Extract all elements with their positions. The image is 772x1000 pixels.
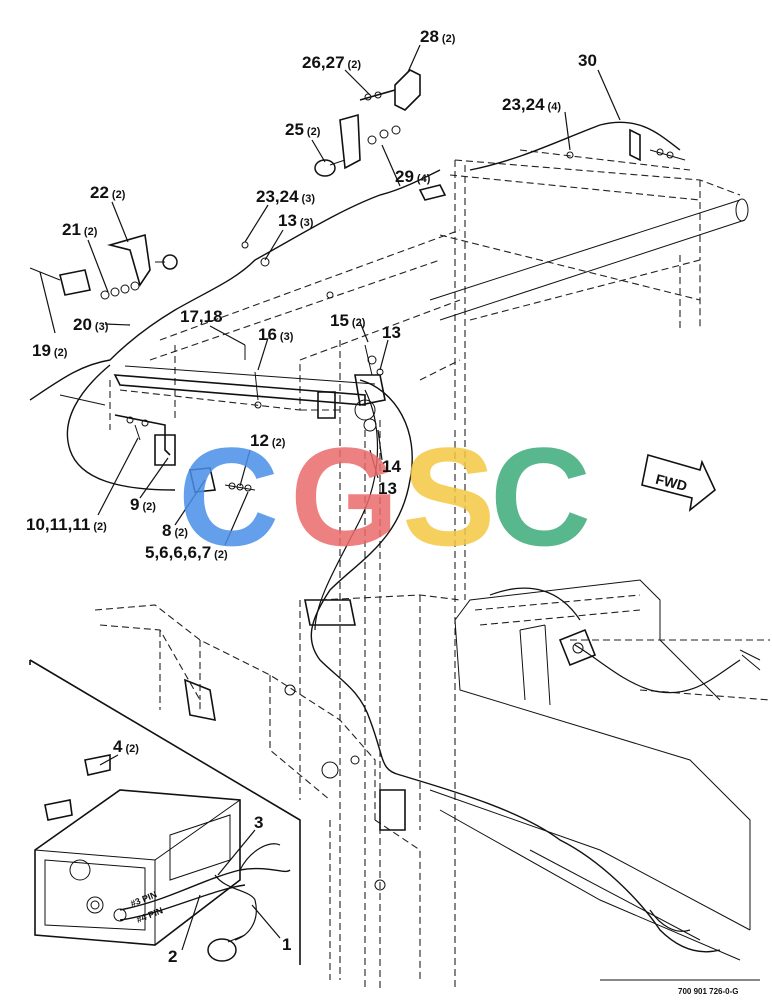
callout-12: 12(2) xyxy=(250,431,286,450)
pin4-label: #4 PIN xyxy=(135,905,164,925)
wire-harness xyxy=(29,121,741,953)
callout-30: 30 xyxy=(578,51,597,70)
callout-23-24-b: 23,24(3) xyxy=(256,187,315,206)
callout-5-6-7: 5,6,6,6,7(2) xyxy=(145,543,228,562)
callout-10-11: 10,11,11(2) xyxy=(26,515,107,534)
callout-14: 14 xyxy=(382,457,401,476)
drawing-number: 700 901 726-0-G xyxy=(678,987,739,996)
callout-29: 29(4) xyxy=(395,167,431,186)
callout-26-27: 26,27(2) xyxy=(302,53,361,72)
callout-22: 22(2) xyxy=(90,183,126,202)
callout-8: 8(2) xyxy=(162,521,188,540)
bracket-9 xyxy=(114,414,176,466)
callout-19: 19(2) xyxy=(32,341,68,360)
watermark-letter-c1: C xyxy=(178,418,279,575)
forward-direction-arrow: FWD xyxy=(641,453,716,512)
callout-21: 21(2) xyxy=(62,220,98,239)
callout-25: 25(2) xyxy=(285,120,321,139)
callout-13-a: 13(3) xyxy=(278,211,314,230)
frame-outline xyxy=(109,149,749,990)
watermark-letter-s: S xyxy=(402,418,495,575)
header-box xyxy=(429,579,771,961)
hardware xyxy=(29,69,686,493)
crossbar xyxy=(113,365,386,432)
callout-4: 4(2) xyxy=(113,737,139,756)
callout-23-24-a: 23,24(4) xyxy=(502,95,561,114)
callout-16: 16(3) xyxy=(258,325,294,344)
lower-frame xyxy=(94,594,461,980)
fwd-label: FWD xyxy=(654,471,689,494)
callouts: 28(2) 26,27(2) 30 23,24(4) 25(2) 29(4) 2… xyxy=(26,27,597,966)
callout-17-18: 17,18 xyxy=(180,307,223,326)
callout-9: 9(2) xyxy=(130,495,156,514)
callout-1: 1 xyxy=(282,935,291,954)
callout-15: 15(2) xyxy=(330,311,366,330)
pin3-label: #3 PIN xyxy=(129,889,158,909)
watermark: C G S C xyxy=(178,418,591,575)
control-box-inset: #3 PIN #4 PIN xyxy=(29,659,301,965)
watermark-letter-g: G xyxy=(290,418,399,575)
callout-13-b: 13 xyxy=(382,323,401,342)
callout-2: 2 xyxy=(168,947,177,966)
watermark-letter-c2: C xyxy=(490,418,591,575)
callout-13-c: 13 xyxy=(378,479,397,498)
callout-28: 28(2) xyxy=(420,27,456,46)
callout-3: 3 xyxy=(254,813,263,832)
leader-lines xyxy=(39,44,621,951)
callout-20: 20(3) xyxy=(73,315,109,334)
